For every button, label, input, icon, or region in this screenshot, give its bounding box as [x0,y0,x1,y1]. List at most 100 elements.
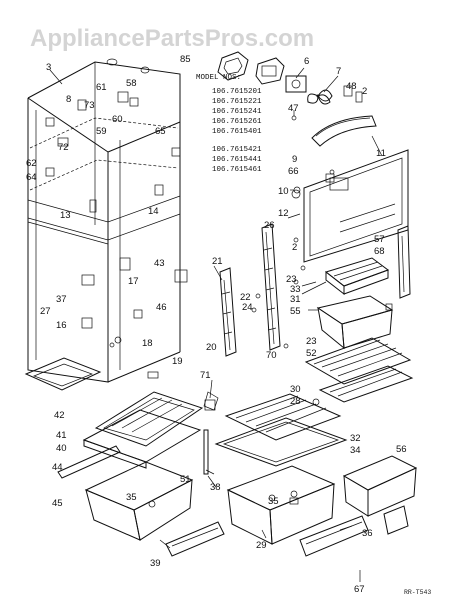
small-hardware [251,173,393,505]
meat-keeper-bin [342,455,418,517]
callout-56: 56 [396,444,407,455]
callout-58: 58 [126,78,137,89]
callout-27: 27 [40,306,51,317]
callout-37: 37 [56,294,67,305]
callout-66: 66 [288,166,299,177]
callout-28: 28 [290,396,301,407]
callout-2-mid: 2 [292,242,297,253]
callout-31: 31 [290,294,301,305]
callout-57: 57 [374,234,385,245]
callout-48: 48 [346,81,357,92]
crisper-drawer [226,465,336,545]
callout-67: 67 [354,584,365,595]
wire-shelf-upper [304,337,414,403]
callout-60: 60 [112,114,123,125]
rear-panel [293,149,409,263]
callout-59: 59 [96,126,107,137]
ice-cube-tray [324,257,390,296]
model-no-1: 106.7615201 [212,88,262,96]
callout-26: 26 [264,220,275,231]
callout-35-right: 35 [268,496,279,507]
callout-21: 21 [212,256,223,267]
callout-68: 68 [374,246,385,257]
callout-85: 85 [180,54,191,65]
callout-6: 6 [304,56,309,67]
callout-17: 17 [128,276,139,287]
callout-34: 34 [350,445,361,456]
callout-33: 33 [290,284,301,295]
callout-12: 12 [278,208,289,219]
model-no-5: 106.7615401 [212,128,262,136]
crisper-shelf [214,393,348,467]
callout-43: 43 [154,258,165,269]
callout-46: 46 [156,302,167,313]
callout-18: 18 [142,338,153,349]
callout-55: 55 [290,306,301,317]
callout-7: 7 [336,66,341,77]
drawer-trim [383,505,409,535]
callout-13: 13 [60,210,71,221]
callout-23-lower: 23 [306,336,317,347]
callout-36: 36 [362,528,373,539]
callout-51: 51 [180,474,191,485]
center-support [203,391,219,475]
callout-42: 42 [54,410,65,421]
callout-32: 32 [350,433,361,444]
callout-73: 73 [84,100,95,111]
callout-10: 10 [278,186,289,197]
callout-70: 70 [266,350,277,361]
callout-39: 39 [150,558,161,569]
callout-38: 38 [210,482,221,493]
shelf-frame [82,409,202,469]
callout-19: 19 [172,356,183,367]
callout-22: 22 [240,292,251,303]
callout-72: 72 [58,142,69,153]
callout-9: 9 [292,154,297,165]
model-numbers-block: MODEL NOS: 106.7615201 106.7615221 106.7… [196,74,262,174]
callout-8: 8 [66,94,71,105]
watermark-text: AppliancePartsPros.com [30,25,314,52]
model-no-2: 106.7615221 [212,98,262,106]
shelf-ladder-left [219,267,237,357]
callout-20: 20 [206,342,217,353]
callout-71: 71 [200,370,211,381]
callout-14: 14 [148,206,159,217]
right-side-rail [397,225,411,299]
model-no-7: 106.7615441 [212,156,262,164]
model-nos-heading: MODEL NOS: [196,74,241,82]
callout-65: 65 [155,126,166,137]
callout-30: 30 [290,384,301,395]
freezer-shelf [94,391,204,447]
drawer-front-left [165,521,225,557]
drawing-reference: RR-T543 [404,589,431,596]
callout-labels: 3 85 6 7 48 2 61 73 58 8 60 59 65 47 72 … [26,54,407,595]
callout-44: 44 [52,462,63,473]
shelf-ladder-right [261,223,281,351]
callout-35-left: 35 [126,492,137,503]
leader-lines [49,67,383,582]
callout-3: 3 [46,62,51,73]
callout-52: 52 [306,348,317,359]
model-no-4: 106.7615261 [212,118,262,126]
slide-rail [57,445,121,479]
defrost-tray [24,357,102,391]
freezer-basket [84,461,194,541]
model-no-3: 106.7615241 [212,108,262,116]
ice-bin [316,295,394,350]
callout-23-upper: 23 [286,274,297,285]
evaporator-fan-assembly [217,51,363,121]
callout-64: 64 [26,172,37,183]
fan-duct-cover [311,115,377,147]
callout-24: 24 [242,302,253,313]
drawer-front-right [299,515,369,557]
model-no-6: 106.7615421 [212,146,262,154]
callout-62: 62 [26,158,37,169]
callout-11: 11 [376,148,386,159]
model-no-8: 106.7615461 [212,166,262,174]
callout-45: 45 [52,498,63,509]
callout-47: 47 [288,103,299,114]
cabinet-liner [27,58,216,411]
callout-29: 29 [256,540,267,551]
